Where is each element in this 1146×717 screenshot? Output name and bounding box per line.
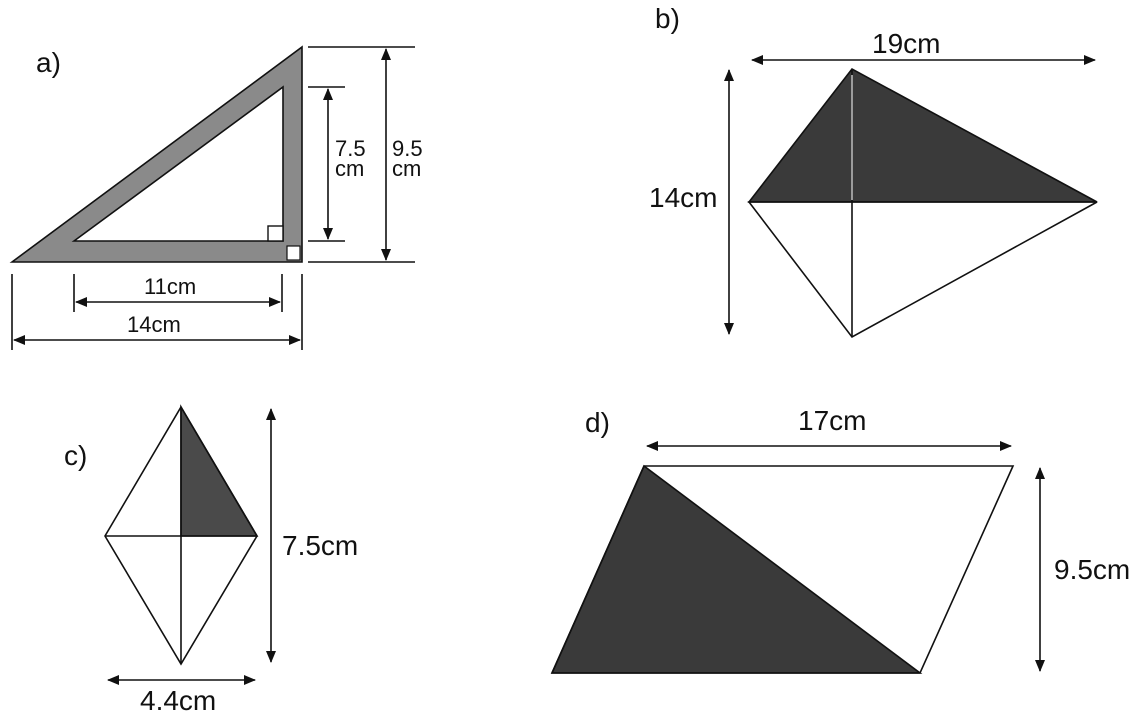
figure-a-outer-base-label: 14cm [127, 312, 181, 337]
figure-b-kite-lower [747, 201, 1098, 339]
figure-a-inner-right-angle [267, 225, 284, 242]
figure-a-inner-base-label: 11cm [144, 274, 196, 299]
figure-b-height-label: 14cm [649, 182, 717, 213]
figure-d-label: d) [585, 407, 610, 438]
figure-b-width-label: 19cm [872, 28, 940, 59]
figure-a-inner-height-unit: cm [335, 156, 364, 181]
figure-b-label: b) [655, 3, 680, 34]
figure-a: a) 7.5 cm 9.5 cm 11cm 14cm [9, 45, 423, 350]
figure-a-outer-right-angle [286, 245, 301, 261]
figure-a-shaded-frame [9, 45, 303, 263]
figure-d: d) 17cm 9.5cm [550, 405, 1130, 674]
figure-a-label: a) [36, 47, 61, 78]
figure-d-shaded-triangle [550, 464, 923, 674]
figure-d-width-label: 17cm [798, 405, 866, 436]
figure-a-outer-height-unit: cm [392, 156, 421, 181]
figure-b-shaded-triangle [747, 67, 1098, 203]
figure-c-height-label: 7.5cm [282, 530, 358, 561]
figure-c: c) 7.5cm 4.4cm [64, 404, 358, 716]
figure-a-outer-height-value: 9.5 [392, 136, 423, 161]
figure-c-label: c) [64, 440, 87, 471]
figure-d-height-label: 9.5cm [1054, 554, 1130, 585]
figure-b: b) 19cm 14cm [649, 3, 1098, 339]
figure-c-width-label: 4.4cm [140, 685, 216, 716]
figure-a-inner-height-value: 7.5 [335, 136, 366, 161]
figure-d-parallelogram [550, 465, 1015, 674]
